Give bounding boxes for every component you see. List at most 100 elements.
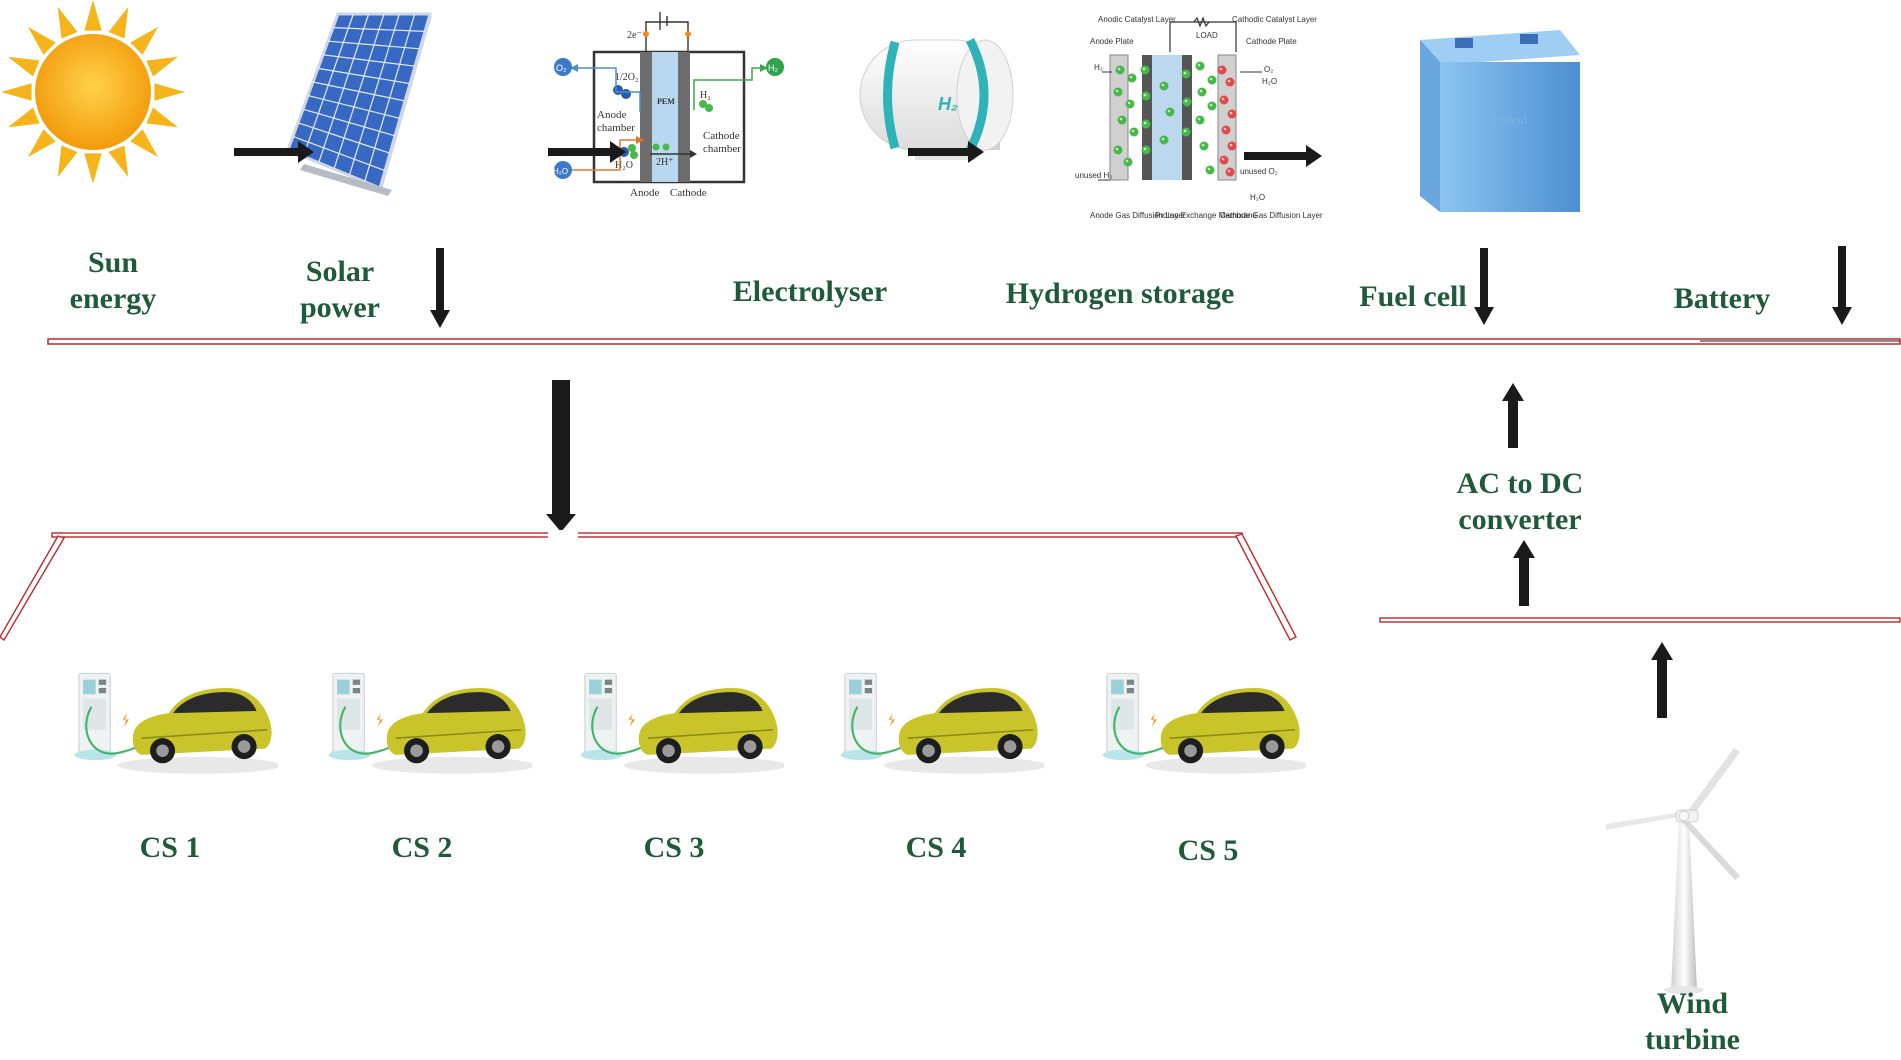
fc-anode-gdl-text: Anode Gas Diffusion Layer: [1090, 211, 1186, 220]
wind-turbine-label: Wind turbine: [1644, 987, 1740, 1056]
wind-bus-line: [1379, 617, 1901, 623]
sun-ray: [154, 83, 185, 101]
arrow-solar-to-electrolyser-head: [610, 141, 626, 163]
charging-station-5-icon: [1101, 672, 1306, 775]
sun-ray: [146, 56, 178, 77]
battery-label: Battery: [1673, 282, 1771, 315]
fc-molecule-green: [1199, 141, 1209, 151]
h2-out-text: H₂: [768, 63, 778, 73]
panel-grid-line: [333, 13, 385, 170]
arrow-fuelcell-to-bus-shaft: [1480, 248, 1488, 309]
fc-molecule-green: [1141, 145, 1151, 155]
arrow-wind-to-windbus-head: [1651, 642, 1673, 660]
charging-bus-line: [0, 530, 1297, 642]
fc-molecule-red: [1219, 95, 1229, 105]
arrow-sun-to-solar-shaft: [234, 148, 300, 156]
fc-molecule-green: [1207, 101, 1217, 111]
battery-mark: Hybrid: [1493, 113, 1527, 127]
anode-chamber-text-2: chamber: [597, 122, 635, 134]
fc-molecule-red: [1225, 167, 1235, 177]
fc-molecule-green: [1181, 127, 1191, 137]
sun-ray: [84, 0, 102, 31]
h2-inside-text: H₂: [700, 90, 711, 101]
charging-station-1-icon: [73, 672, 278, 775]
sun-ray: [1, 83, 32, 101]
o2-out-text: O₂: [556, 63, 567, 73]
cathode-chamber-text-1: Cathode: [703, 130, 740, 142]
cs-5-label: CS 5: [1177, 834, 1239, 867]
half-o2-text: 1/2O₂: [615, 72, 639, 83]
sun-icon: [1, 0, 185, 184]
electrolyser-label: Electrolyser: [732, 275, 888, 308]
electrolyser-diagram: 2e⁻ 1/2O₂ Anode chamber H₂O PEM 2H⁺ H₂ C…: [553, 12, 784, 199]
fc-molecule-green: [1129, 127, 1139, 137]
fc-pem-text: Proton Exchange Membrane: [1155, 211, 1257, 220]
fc-molecule-green: [1182, 97, 1192, 107]
fc-molecule-green: [1159, 81, 1169, 91]
fc-molecule-red: [1225, 77, 1235, 87]
charging-station-4-icon: [839, 672, 1044, 775]
fc-cathodic-catalyst-text: Cathodic Catalyst Layer: [1232, 15, 1317, 24]
fc-unused-o2-text: unused O₂: [1240, 167, 1278, 176]
arrow-bus-to-charging-head: [546, 514, 576, 532]
anode-text: Anode: [630, 187, 659, 199]
fuel-cell-label: Fuel cell: [1359, 280, 1467, 313]
solar-label: Solar power: [300, 255, 380, 324]
arrow-sun-to-solar-head: [298, 141, 314, 163]
fc-molecule-green: [1141, 119, 1151, 129]
hydrogen-tank-icon: H₂: [859, 37, 1014, 160]
arrow-windbus-to-converter-head: [1513, 540, 1535, 558]
anode-chamber-text-1: Anode: [597, 109, 626, 121]
fc-molecule-green: [1125, 99, 1135, 109]
fc-molecule-green: [1207, 75, 1217, 85]
fc-load-text: LOAD: [1196, 31, 1218, 40]
fc-molecule-green: [1113, 87, 1123, 97]
sun-ray: [57, 7, 78, 39]
flow-arrows: [234, 141, 1852, 718]
h2o-in-text: H₂O: [553, 167, 568, 176]
main-bus-line: [47, 338, 1901, 345]
fuel-cell-diagram: LOAD Anodic Catalyst Layer Cathodic Cata…: [1075, 15, 1323, 220]
sun-ray: [27, 129, 56, 158]
sun-ray: [130, 26, 159, 55]
tank-h2-mark: H₂: [938, 94, 958, 114]
fc-molecule-green: [1141, 91, 1151, 101]
fc-molecule-red: [1227, 141, 1237, 151]
sun-ray: [130, 129, 159, 158]
charging-station-3-icon: [579, 672, 784, 775]
hydrogen-storage-label: Hydrogen storage: [1005, 277, 1235, 310]
pem-text: PEM: [657, 97, 675, 106]
cs-4-label: CS 4: [905, 831, 967, 864]
fc-anodic-catalyst-text: Anodic Catalyst Layer: [1098, 15, 1176, 24]
fc-h2-text: H₂: [1094, 63, 1103, 72]
battery-icon: Hybrid: [1420, 30, 1580, 212]
arrow-converter-to-bus-shaft: [1508, 399, 1518, 448]
fc-h2o-text: H₂O: [1262, 77, 1277, 86]
fc-molecule-red: [1219, 155, 1229, 165]
fc-molecule-green: [1123, 157, 1133, 167]
cs-3-label: CS 3: [643, 831, 705, 864]
arrow-bus-to-charging-shaft: [552, 380, 570, 516]
sun-ray: [84, 153, 102, 184]
fc-cathode-gdl-text: Cathode Gas Diffusion Layer: [1220, 211, 1323, 220]
sun-ray: [108, 145, 129, 177]
arrow-solar-to-bus-head: [430, 310, 450, 328]
charging-station-2-icon: [327, 672, 532, 775]
electrons-text: 2e⁻: [627, 30, 642, 41]
fc-anode-plate-text: Anode Plate: [1090, 37, 1134, 46]
fc-o2-text: O₂: [1264, 65, 1273, 74]
wind-turbine-icon: [1606, 748, 1740, 994]
sun-ray: [8, 56, 40, 77]
arrow-wind-to-windbus-shaft: [1657, 658, 1667, 718]
fc-molecule-green: [1195, 61, 1205, 71]
arrow-battery-to-bus-head: [1832, 307, 1852, 325]
fc-molecule-red: [1227, 109, 1237, 119]
sun-ray: [8, 107, 40, 128]
panel-grid-line: [318, 13, 370, 163]
cathode-chamber-text-2: chamber: [703, 143, 741, 155]
fc-molecule-green: [1115, 65, 1125, 75]
arrow-solar-to-electrolyser-shaft: [548, 148, 612, 156]
arrow-electrolyser-to-storage-shaft: [908, 148, 970, 156]
fc-unused-h2-text: unused H₂: [1075, 171, 1112, 180]
